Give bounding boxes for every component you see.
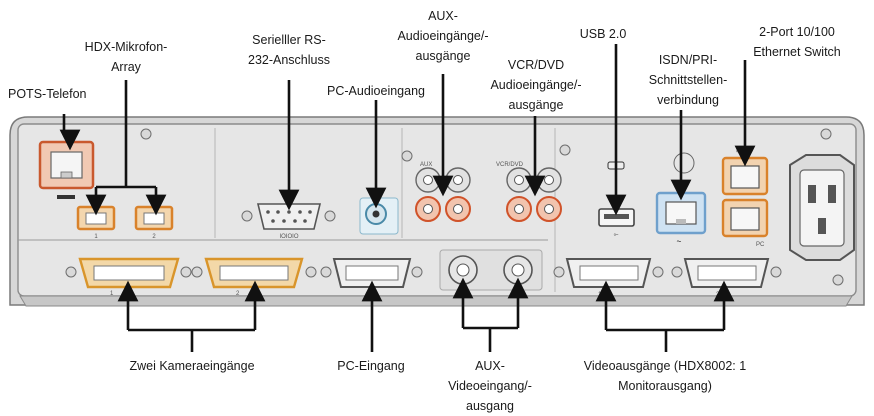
label-vcr-line3: ausgänge — [509, 98, 564, 112]
label-isdn-line2: Schnittstellen- — [649, 73, 728, 87]
label-serial-line2: 232-Anschluss — [248, 53, 330, 67]
serial-port-mark: IOIOIO — [279, 234, 298, 240]
isdn-pri-port: ⏦ — [655, 152, 707, 245]
label-vcr-line2: Audioeingänge/- — [490, 78, 581, 92]
ethernet-ports: ⊞ PC — [721, 148, 769, 248]
label-camera-inputs: Zwei Kameraeingänge — [129, 359, 254, 373]
label-aux-video-line3: ausgang — [466, 399, 514, 413]
label-ethernet-line1: 2-Port 10/100 — [759, 25, 835, 39]
label-serial-line1: Serielller RS- — [252, 33, 326, 47]
label-hdx-mic-line1: HDX-Mikrofon- — [85, 40, 168, 54]
aux-audio-mark: AUX — [420, 162, 432, 168]
network-icon: ⊞ — [736, 148, 741, 154]
camera-port-number: 1 — [110, 291, 114, 297]
label-hdx-mic-line2: Array — [111, 60, 142, 74]
camera-dvi-input-1: 1 — [65, 257, 192, 297]
pc-dvi-input — [320, 258, 423, 288]
label-isdn-line1: ISDN/PRI- — [659, 53, 717, 67]
callout-arrows — [59, 44, 756, 352]
label-isdn-line3: verbindung — [657, 93, 719, 107]
hdx-mic-port-2: 2 — [134, 205, 174, 240]
label-pc-input: PC-Eingang — [337, 359, 404, 373]
usb-icon: ⟜ — [614, 232, 619, 238]
monitor-dvi-output-1: 1 — [553, 258, 664, 298]
screw-icon — [559, 144, 571, 156]
label-video-out-line2: Monitorausgang) — [618, 379, 712, 393]
pots-phone-port — [38, 140, 95, 199]
label-aux-audio-line3: ausgänge — [416, 49, 471, 63]
screw-icon — [820, 128, 832, 140]
label-pc-audio: PC-Audioeingang — [327, 84, 425, 98]
pc-mark: PC — [756, 242, 765, 248]
label-video-out-line1: Videoausgänge (HDX8002: 1 — [584, 359, 746, 373]
callout-labels: POTS-Telefon HDX-Mikrofon- Array Seriell… — [8, 9, 841, 413]
label-aux-video-line2: Videoeingang/- — [448, 379, 532, 393]
label-vcr-line1: VCR/DVD — [508, 58, 564, 72]
label-aux-audio-line2: Audioeingänge/- — [397, 29, 488, 43]
arrow-pots — [59, 114, 81, 151]
label-ethernet-line2: Ethernet Switch — [753, 45, 841, 59]
serial-rs232-port: IOIOIO — [241, 203, 336, 240]
label-usb: USB 2.0 — [580, 27, 627, 41]
monitor-dvi-output-2: 2 — [671, 258, 782, 298]
pc-audio-jack — [359, 197, 399, 235]
power-socket — [789, 154, 855, 261]
screw-icon — [140, 128, 152, 140]
label-pots: POTS-Telefon — [8, 87, 87, 101]
label-aux-video-line1: AUX- — [475, 359, 505, 373]
screw-icon — [832, 274, 844, 286]
mic-port-number: 2 — [152, 234, 156, 240]
isdn-icon: ⏦ — [677, 239, 682, 245]
mic-port-number: 1 — [94, 234, 98, 240]
vcr-dvd-mark: VCR/DVD — [496, 162, 524, 168]
camera-dvi-input-2: 2 — [191, 257, 317, 297]
panel-screws — [140, 128, 844, 286]
label-aux-audio-line1: AUX- — [428, 9, 458, 23]
aux-video-ports — [439, 249, 543, 291]
screw-icon — [401, 150, 413, 162]
camera-port-number: 2 — [236, 291, 240, 297]
